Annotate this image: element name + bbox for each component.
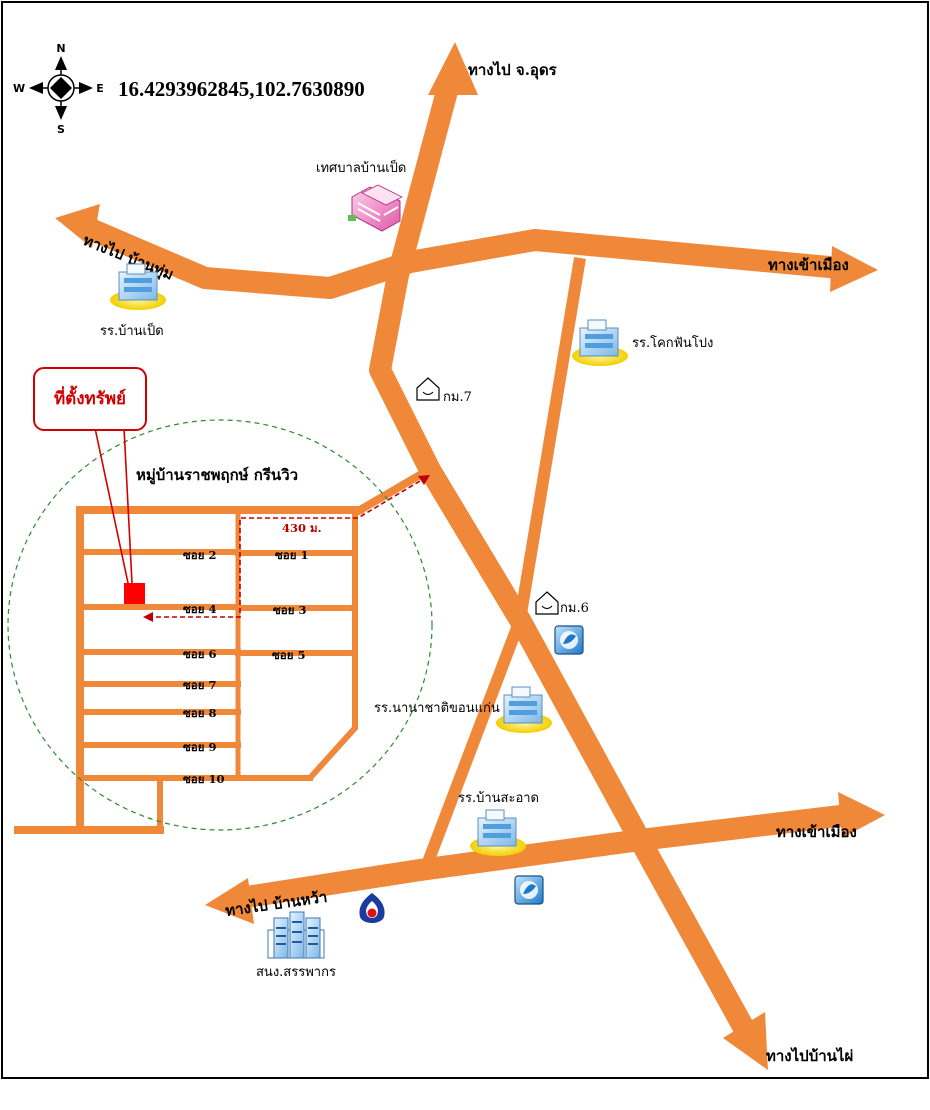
- label-soi-7: ซอย 7: [183, 678, 216, 692]
- label-school-khok: รร.โคกฟันโปง: [632, 335, 713, 351]
- arrow-to-udon: [428, 42, 478, 95]
- municipality-building-icon: [348, 184, 403, 232]
- label-soi-3: ซอย 3: [273, 603, 306, 617]
- compass-e: E: [96, 82, 104, 95]
- label-school-international: รร.นานาชาติขอนแก่น: [374, 701, 500, 716]
- arrow-to-ban-phai: [723, 1012, 768, 1070]
- distance-arrow-left: [143, 612, 153, 622]
- school-international-icon: [496, 686, 552, 733]
- road-khok-south: [419, 257, 586, 873]
- compass-icon: N S W E: [13, 42, 104, 136]
- distance-arrow-right: [418, 475, 430, 485]
- arrow-to-ban-wa: [205, 878, 254, 924]
- radius-circle: [7, 419, 433, 831]
- label-school-ban-ped: รร.บ้านเป็ด: [100, 321, 164, 339]
- label-municipality: เทศบาลบ้านเป็ด: [316, 158, 406, 176]
- school-ban-ped-icon: [110, 263, 166, 310]
- property-marker: [124, 583, 145, 604]
- main-roads: [55, 42, 885, 1070]
- road-lower-ew: [238, 804, 850, 909]
- village-connector: [354, 466, 431, 516]
- label-soi-6: ซอย 6: [183, 647, 216, 661]
- arrow-to-city-lower: [838, 792, 885, 838]
- revenue-office-building-icon: [267, 911, 325, 959]
- label-km6: กม.6: [560, 601, 589, 616]
- label-to-ban-phai: ทางไปบ้านไผ่: [766, 1046, 853, 1065]
- label-soi-2: ซอย 2: [183, 548, 216, 562]
- arrow-to-city-upper: [830, 246, 878, 292]
- gas-station-lower-icon: [514, 875, 544, 905]
- label-to-city-lower: ทางเข้าเมือง: [776, 823, 857, 841]
- label-school-sa-at: รร.บ้านสะอาด: [458, 791, 539, 806]
- callout-pointer-left: [94, 427, 129, 584]
- school-sa-at-icon: [470, 809, 526, 856]
- km6-marker-icon: [535, 591, 559, 615]
- callout-box: [33, 367, 147, 431]
- callout-pointer-right: [123, 427, 133, 584]
- coordinates-label: 16.4293962845,102.7630890: [118, 77, 365, 101]
- km7-marker-icon: [416, 377, 440, 401]
- label-distance: 430 ม.: [282, 521, 322, 535]
- label-soi-10: ซอย 10: [183, 772, 224, 786]
- arrow-to-ban-thum: [55, 204, 100, 248]
- compass-n: N: [56, 42, 65, 55]
- label-to-city-upper: ทางเข้าเมือง: [768, 256, 849, 274]
- label-soi-4: ซอย 4: [183, 602, 216, 616]
- compass-w: W: [13, 82, 25, 95]
- label-soi-1: ซอย 1: [275, 548, 308, 562]
- label-to-udon: ทางไป จ.อุดร: [468, 60, 558, 80]
- village-road-grid: [14, 466, 431, 834]
- label-soi-5: ซอย 5: [272, 648, 305, 662]
- label-soi-9: ซอย 9: [183, 740, 216, 754]
- label-village: หมู่บ้านราชพฤกษ์ กรีนวิว: [136, 466, 298, 485]
- label-soi-8: ซอย 8: [183, 706, 216, 720]
- label-km7: กม.7: [443, 390, 472, 405]
- compass-s: S: [57, 123, 65, 136]
- gas-station-icon: [554, 625, 584, 655]
- callout-label: ที่ตั้งทรัพย์: [54, 385, 126, 409]
- label-revenue-office: สนง.สรรพากร: [256, 965, 336, 980]
- road-upper-ew: [83, 217, 842, 299]
- ptt-station-icon: [359, 893, 385, 923]
- school-khok-icon: [572, 319, 628, 366]
